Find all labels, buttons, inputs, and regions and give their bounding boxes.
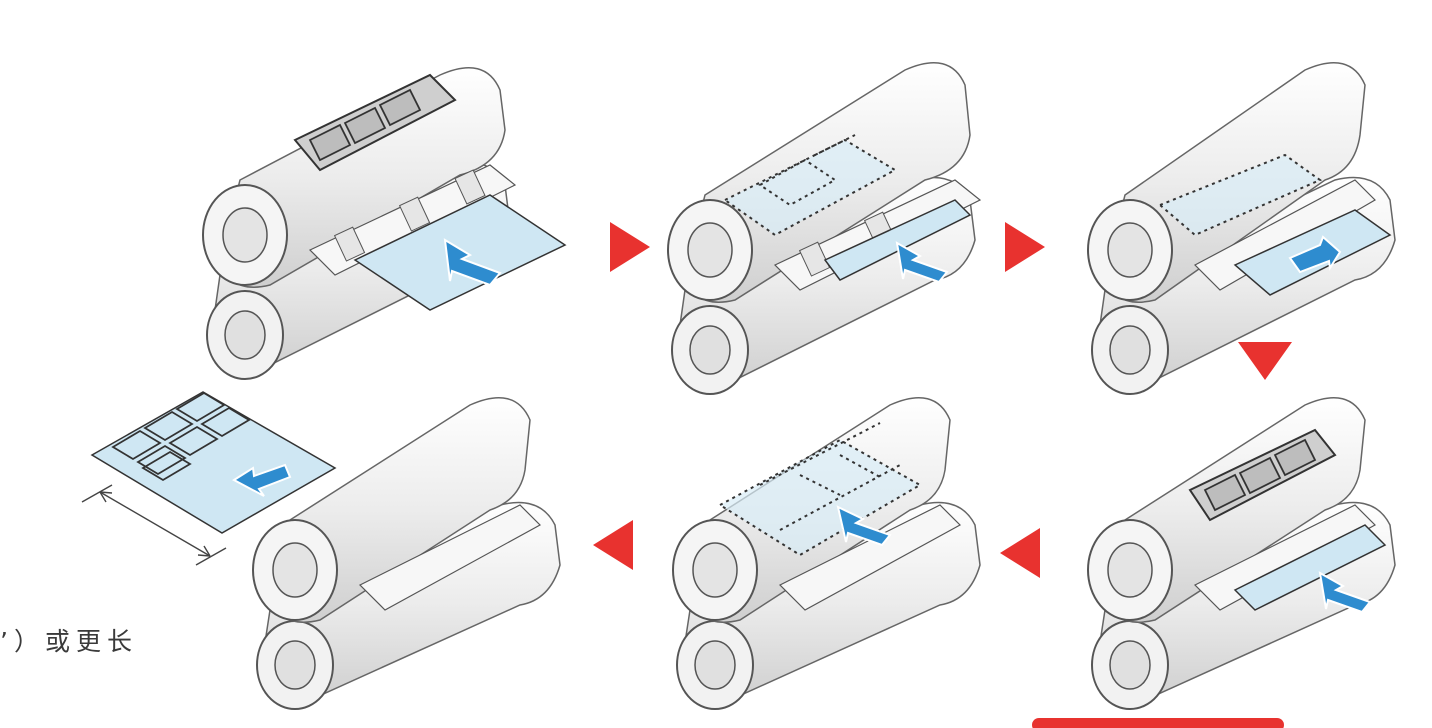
panel-1 — [202, 67, 567, 380]
flow-arrow-icon — [1238, 342, 1292, 380]
roller-assembly-icon — [672, 397, 981, 710]
feed-arrow-icon — [232, 463, 292, 497]
roller-assembly-icon — [202, 67, 517, 380]
panel-5 — [672, 397, 981, 710]
panel-4 — [1087, 397, 1396, 710]
feed-arrow-icon — [895, 241, 949, 284]
finished-sheet — [81, 391, 337, 566]
roller-assembly-icon — [252, 397, 561, 710]
panel-2 — [667, 62, 982, 395]
feed-arrow-icon — [1288, 235, 1342, 274]
flow-arrow-icon — [1000, 528, 1040, 578]
panel-6 — [252, 397, 561, 710]
red-bar — [1032, 718, 1284, 728]
roller-assembly-icon — [667, 62, 982, 395]
feed-arrow-icon — [836, 505, 892, 547]
dimension-arrow-icon — [81, 484, 227, 566]
feed-arrow-icon — [1318, 571, 1372, 614]
feed-arrow-icon — [443, 238, 502, 287]
flow-arrow-icon — [610, 222, 650, 272]
flow-arrow-icon — [1005, 222, 1045, 272]
caption-text: ’）或更长 — [0, 627, 138, 656]
sheet-icon — [823, 199, 972, 281]
flow-arrow-icon — [593, 520, 633, 570]
sheet-icon — [90, 391, 337, 534]
panel-3 — [1087, 62, 1396, 395]
sheet-icon — [1233, 524, 1387, 611]
